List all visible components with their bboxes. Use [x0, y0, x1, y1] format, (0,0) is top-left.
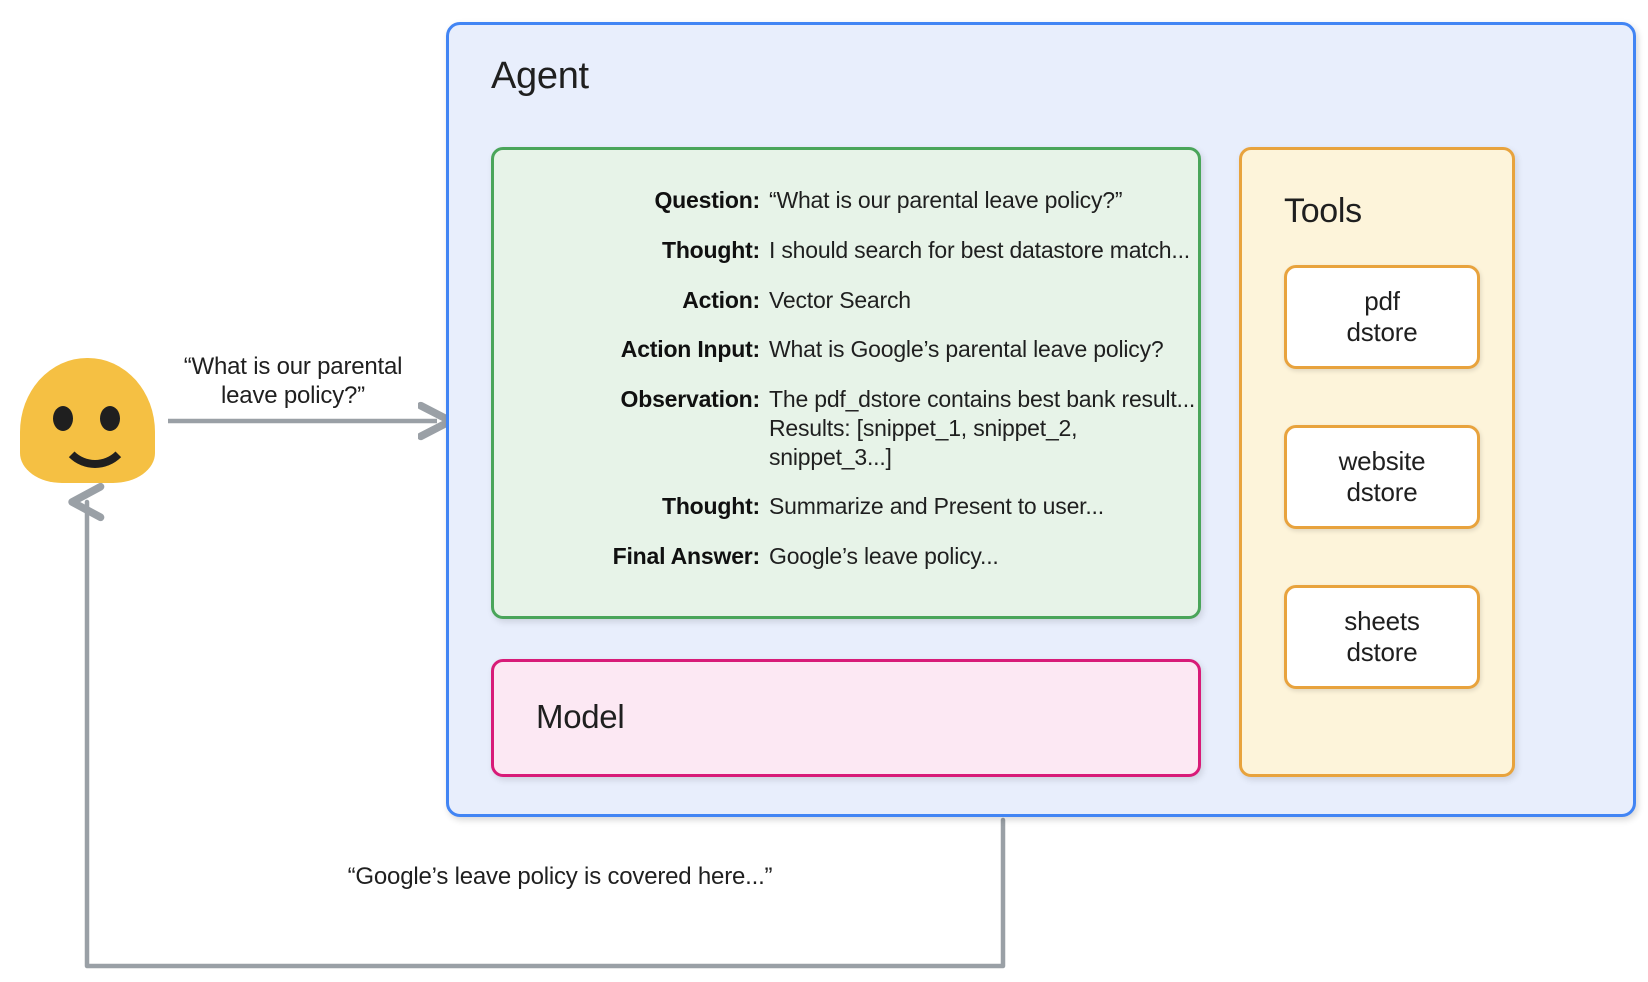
avatar-eye-right: [100, 406, 120, 431]
model-title: Model: [536, 698, 625, 735]
table-row: Observation: The pdf_dstore contains bes…: [494, 385, 1198, 471]
agent-title: Agent: [491, 55, 589, 97]
answer-arrow-label: “Google’s leave policy is covered here..…: [347, 863, 773, 890]
trace-label: Final Answer:: [612, 543, 761, 569]
tool-card-website-dstore[interactable]: website dstore: [1284, 425, 1480, 529]
trace-label: Action Input:: [620, 336, 760, 363]
agent-container: Agent Question: “What is our parental le…: [446, 22, 1636, 817]
trace-row-list: Question: “What is our parental leave po…: [494, 186, 1198, 592]
trace-value: Google’s leave policy...: [769, 543, 999, 569]
tools-title: Tools: [1284, 192, 1362, 230]
tool-label: pdf dstore: [1346, 285, 1418, 347]
table-row: Final Answer: Google’s leave policy...: [494, 542, 1198, 571]
table-row: Action Input: What is Google’s parental …: [494, 335, 1198, 364]
trace-label: Observation:: [620, 386, 761, 412]
tool-card-pdf-dstore[interactable]: pdf dstore: [1284, 265, 1480, 369]
tool-card-sheets-dstore[interactable]: sheets dstore: [1284, 585, 1480, 689]
model-panel: Model: [491, 659, 1201, 777]
trace-value: The pdf_dstore contains best bank result…: [769, 386, 1196, 470]
table-row: Question: “What is our parental leave po…: [494, 186, 1198, 215]
trace-value: What is Google’s parental leave policy?: [769, 336, 1164, 363]
trace-value: Summarize and Present to user...: [769, 493, 1104, 520]
avatar: [20, 358, 155, 483]
tool-label: sheets dstore: [1344, 605, 1420, 667]
trace-label: Thought:: [661, 236, 760, 263]
table-row: Thought: I should search for best datast…: [494, 236, 1198, 265]
question-arrow-label: “What is our parental leave policy?”: [183, 353, 403, 410]
trace-label: Thought:: [661, 493, 760, 520]
table-row: Thought: Summarize and Present to user..…: [494, 492, 1198, 521]
trace-value: “What is our parental leave policy?”: [769, 187, 1123, 213]
avatar-smile: [58, 430, 132, 468]
agent-trace-panel: Question: “What is our parental leave po…: [491, 147, 1201, 619]
tools-panel: Tools pdf dstore website dstore sheets d…: [1239, 147, 1515, 777]
trace-value: I should search for best datastore match…: [769, 236, 1190, 263]
avatar-eye-left: [53, 406, 73, 431]
trace-value: Vector Search: [769, 286, 911, 313]
trace-label: Question:: [654, 187, 760, 213]
table-row: Action: Vector Search: [494, 286, 1198, 315]
trace-label: Action:: [682, 286, 760, 313]
tool-label: website dstore: [1338, 445, 1426, 507]
